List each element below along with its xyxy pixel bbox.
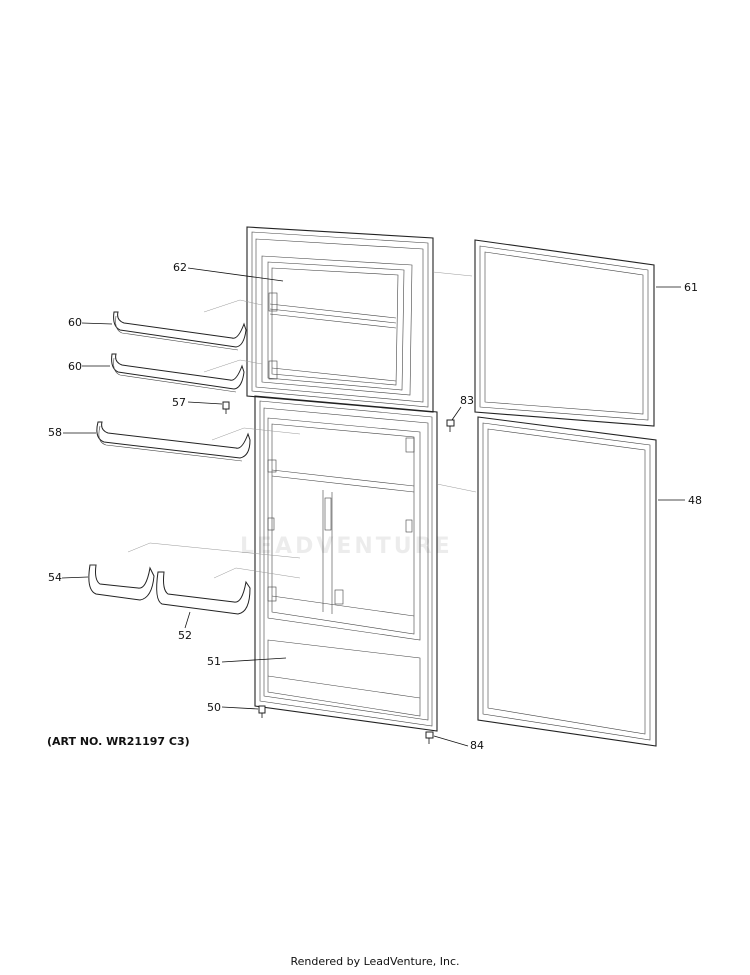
callout-54: 54 bbox=[48, 571, 62, 584]
fresh-food-door-gasket bbox=[477, 416, 657, 747]
callout-62: 62 bbox=[173, 261, 187, 274]
callout-52: 52 bbox=[178, 629, 192, 642]
hinge-pin-57 bbox=[222, 401, 230, 414]
callout-61: 61 bbox=[684, 281, 698, 294]
hinge-pin-83 bbox=[446, 419, 455, 432]
door-shelf-middle bbox=[111, 353, 245, 393]
freezer-door-gasket bbox=[474, 239, 655, 427]
door-bin-left bbox=[88, 564, 155, 601]
callout-58: 58 bbox=[48, 426, 62, 439]
callout-51: 51 bbox=[207, 655, 221, 668]
explode-guides bbox=[127, 271, 477, 579]
hinge-pin-50 bbox=[258, 705, 266, 718]
callout-48: 48 bbox=[688, 494, 702, 507]
freezer-door bbox=[246, 226, 434, 413]
callout-60-lower: 60 bbox=[68, 360, 82, 373]
hinge-pin-84 bbox=[425, 731, 434, 744]
leader-lines bbox=[61, 267, 685, 747]
callout-60-upper: 60 bbox=[68, 316, 82, 329]
footer-credit: Rendered by LeadVenture, Inc. bbox=[290, 955, 460, 968]
fresh-food-door bbox=[254, 395, 438, 732]
callout-57: 57 bbox=[172, 396, 186, 409]
door-bin-right bbox=[156, 571, 251, 615]
callout-50: 50 bbox=[207, 701, 221, 714]
door-shelf-lower bbox=[96, 421, 251, 462]
art-number: (ART NO. WR21197 C3) bbox=[47, 735, 190, 748]
callout-83: 83 bbox=[460, 394, 474, 407]
watermark: LEADVENTURE bbox=[240, 534, 453, 559]
door-shelf-upper bbox=[113, 311, 247, 351]
callout-84: 84 bbox=[470, 739, 484, 752]
